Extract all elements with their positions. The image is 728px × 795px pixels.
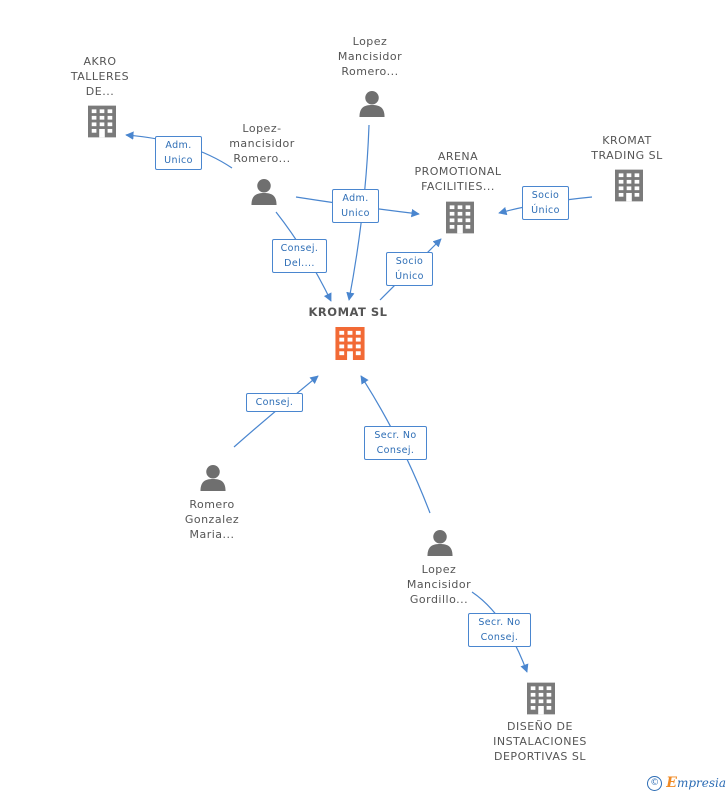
label-line: Romero...	[341, 65, 399, 78]
label-line: Romero	[189, 498, 235, 511]
relation-line: Adm.	[165, 140, 192, 151]
lopez-hyphen-label[interactable]: Lopez- mancisidor Romero...	[229, 121, 295, 166]
relation-socio-unico-trading[interactable]: Socio Único	[522, 186, 569, 220]
relation-line: Del....	[284, 258, 315, 269]
label-line: Lopez-	[242, 122, 282, 135]
romero-label[interactable]: Romero Gonzalez Maria...	[185, 497, 239, 542]
relation-line: Adm.	[342, 193, 369, 204]
relation-adm-unico-akro[interactable]: Adm. Unico	[155, 136, 202, 170]
diseno-building-icon[interactable]	[527, 682, 555, 715]
lopez-top-person-icon[interactable]	[359, 90, 385, 117]
kromat-trading-label[interactable]: KROMAT TRADING SL	[591, 133, 663, 163]
label-line: TRADING SL	[591, 149, 663, 162]
lopez-top-label[interactable]: Lopez Mancisidor Romero...	[338, 34, 402, 79]
label-line: FACILITIES...	[421, 180, 495, 193]
copyright-icon: ©	[647, 775, 663, 791]
relation-line: Consej.	[480, 632, 519, 643]
relation-line: Unico	[164, 155, 193, 166]
label-line: Mancisidor	[406, 578, 472, 591]
brand-logo-text: mpresia	[676, 776, 726, 790]
lopez-gordillo-label[interactable]: Lopez Mancisidor Gordillo...	[407, 562, 471, 607]
label-line: Lopez	[352, 35, 388, 48]
relation-socio-unico-center[interactable]: Socio Único	[386, 252, 433, 286]
label-line: mancisidor	[229, 137, 295, 150]
relation-line: Unico	[341, 208, 370, 219]
label-line: Lopez	[421, 563, 457, 576]
center-company-label[interactable]: KROMAT SL	[308, 305, 388, 319]
label-line: Mancisidor	[337, 50, 403, 63]
label-line: KROMAT	[602, 134, 652, 147]
label-line: Maria...	[189, 528, 235, 541]
relation-consej-del[interactable]: Consej. Del....	[272, 239, 327, 273]
romero-person-icon[interactable]	[200, 464, 226, 491]
relation-line: Consej.	[280, 243, 319, 254]
label-line: INSTALACIONES	[493, 735, 587, 748]
relation-line: Socio	[395, 256, 424, 267]
label-line: Gordillo...	[409, 593, 469, 606]
diseno-label[interactable]: DISEÑO DE INSTALACIONES DEPORTIVAS SL	[493, 719, 587, 764]
relation-line: Consej.	[255, 397, 294, 408]
label-line: Gonzalez	[184, 513, 240, 526]
arena-label[interactable]: ARENA PROMOTIONAL FACILITIES...	[414, 149, 501, 194]
label-line: DE...	[85, 85, 115, 98]
relation-adm-unico-arena[interactable]: Adm. Unico	[332, 189, 379, 223]
label-line: PROMOTIONAL	[414, 165, 502, 178]
relation-line: Consej.	[376, 445, 415, 456]
relation-line: Secr. No	[374, 430, 417, 441]
brand-logo[interactable]: Empresia	[666, 775, 726, 791]
relation-line: Secr. No	[478, 617, 521, 628]
center-building-icon[interactable]	[335, 327, 365, 360]
kromat-trading-building-icon[interactable]	[615, 169, 643, 202]
relation-line: Socio	[531, 190, 560, 201]
brand-logo-initial: E	[666, 775, 677, 791]
akro-label[interactable]: AKRO TALLERES DE...	[71, 54, 129, 99]
relation-secr-no-consej-diseno[interactable]: Secr. No Consej.	[468, 613, 531, 647]
footer-branding: © Empresia	[647, 775, 726, 791]
label-line: Romero...	[233, 152, 291, 165]
arena-building-icon[interactable]	[446, 201, 474, 234]
relation-line: Único	[395, 271, 424, 282]
label-line: DISEÑO DE	[507, 720, 573, 733]
label-line: AKRO	[83, 55, 117, 68]
lopez-gordillo-person-icon[interactable]	[427, 529, 453, 556]
label-line: TALLERES	[70, 70, 130, 83]
relation-consej-romero[interactable]: Consej.	[246, 393, 303, 412]
lopez-hyphen-person-icon[interactable]	[251, 178, 277, 205]
label-line: ARENA	[437, 150, 479, 163]
akro-building-icon[interactable]	[88, 105, 116, 138]
relation-secr-no-consej-center[interactable]: Secr. No Consej.	[364, 426, 427, 460]
relation-line: Único	[531, 205, 560, 216]
label-line: DEPORTIVAS SL	[494, 750, 586, 763]
